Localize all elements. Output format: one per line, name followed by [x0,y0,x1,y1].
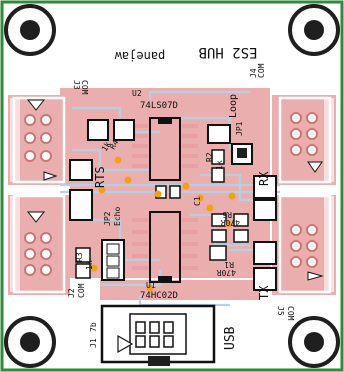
usb-connector-j1 [100,304,216,366]
vias [90,156,236,292]
j4-com-label: COM [257,63,266,78]
jp2-label: JP2 [103,211,112,226]
u1-label: U1 [146,281,156,290]
mounting-holes [4,4,340,368]
r1-value-label: 470R [217,268,236,277]
c1-label: C1 [193,196,202,206]
r3-value-label: 1k [85,260,94,270]
j4-label: J4 [249,68,258,78]
loop-label: Loop [228,94,239,118]
resistor-r2 [211,149,225,183]
rts-label: RTS [93,166,107,188]
rx-label: RX [257,171,271,186]
j1-suffix-label: 7b [89,322,98,332]
tx-label: TX [257,285,271,300]
j5-com-label: COM [286,306,295,321]
usb-label: USB [223,326,238,350]
u2-label: U2 [132,89,142,98]
r1-label: R1 [224,260,234,269]
resistor-r4 [87,119,135,141]
r5-value-label: 470R [221,218,240,227]
j2-label: J2 [67,288,76,298]
chip-u1 [132,211,198,283]
connector-j5 [278,194,334,294]
r4-label: R4 [108,138,121,151]
silk-labels: ES2 HUB panejaw J3 COM J4 COM U2 74LS07D… [67,44,295,350]
board-title: ES2 HUB [198,44,257,60]
j5-label: J5 [276,306,285,316]
resistor-r3 [75,247,91,279]
chip-u2 [132,117,198,181]
r3-label: R3 [75,252,84,262]
connector-j4 [278,96,334,184]
u1-part-label: 74HC02D [140,291,178,301]
resistors-r5-r1 [209,213,249,261]
connector-j2 [10,194,66,294]
r4-value-label: 1k [100,140,113,153]
led-pads [69,159,277,291]
jp1-label: JP1 [235,121,244,136]
r5-label: R5 [222,210,232,219]
r2-label: R2 [205,152,214,162]
j2-com-label: COM [77,283,86,298]
connector-j3 [10,96,66,184]
jumper-jp1 [207,124,253,165]
j1-label: J1 [89,338,98,348]
r2-value-label: 1k [215,160,224,170]
j3-com-label: COM [80,80,89,95]
j3-label: J3 [72,80,81,90]
jumper-jp2 [101,239,125,281]
author-label: panejaw [114,49,165,63]
jp2-echo-label: Echo [113,207,122,226]
u2-part-label: 74LS07D [140,101,178,111]
